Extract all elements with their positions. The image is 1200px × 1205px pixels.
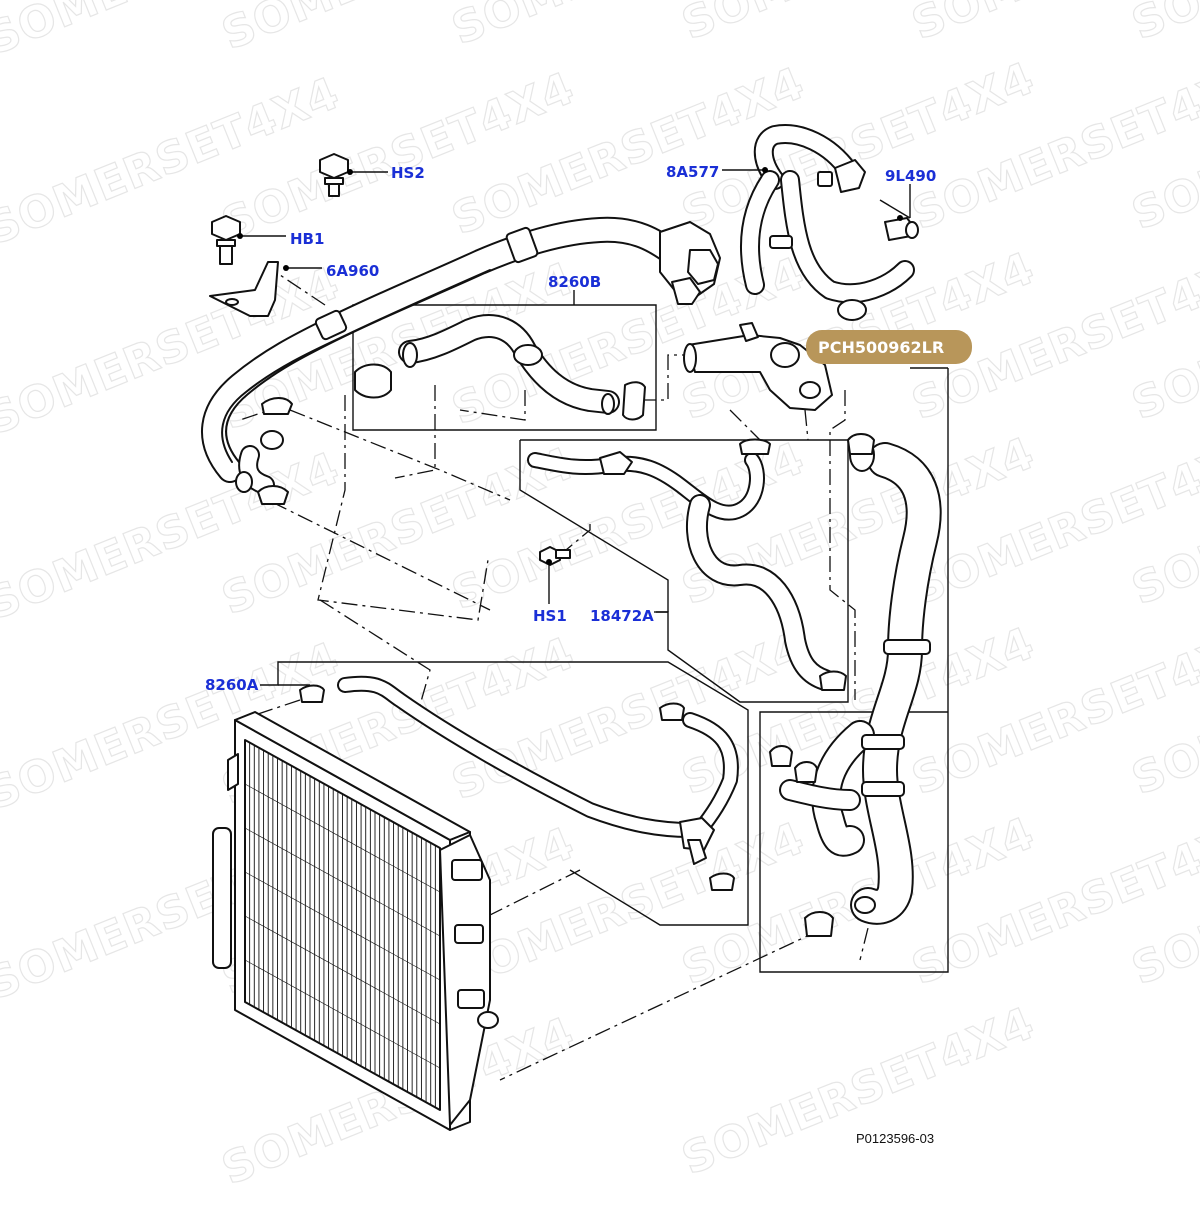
- watermark: SOMERSET4X4: [0, 68, 347, 256]
- part-highlight-badge[interactable]: PCH500962LR: [806, 330, 972, 364]
- group-frames: [260, 290, 949, 973]
- frame-18472a: [520, 439, 849, 703]
- watermark: SOMERSET4X4: [445, 623, 812, 811]
- callout-8260b: 8260B: [548, 273, 601, 291]
- bracket-6a960: [209, 261, 279, 317]
- callout-9l490: 9L490: [885, 167, 936, 185]
- hose-18472a: [527, 438, 847, 691]
- frame-8260a: [260, 661, 749, 926]
- callout-labels: HS2 HB1 6A960 8260B 8A577 9L490 HS1 1847…: [205, 163, 936, 694]
- figure-reference: P0123596-03: [856, 1131, 934, 1146]
- frame-main-hose: [759, 368, 949, 973]
- bolt-hs1: [539, 546, 571, 566]
- radiator: [212, 711, 499, 1131]
- radiator-core-line: [244, 827, 441, 937]
- watermark: SOMERSET4X4: [1125, 0, 1200, 50]
- upper-radiator-hose: [201, 216, 721, 505]
- badge-background: [806, 330, 972, 364]
- watermark: SOMERSET4X4: [675, 998, 1042, 1186]
- radiator-core-line: [244, 871, 441, 981]
- thermostat-housing: [683, 322, 833, 411]
- bolt-hs2: [319, 153, 349, 197]
- watermark: SOMERSET4X4: [0, 443, 347, 631]
- radiator-core-line: [244, 783, 441, 893]
- frame-18472a-left: [519, 440, 669, 612]
- hose-8a577: [740, 124, 919, 321]
- bolt-hb1: [211, 215, 241, 265]
- hose-8260a: [299, 675, 739, 891]
- hose-8260b: [354, 314, 646, 421]
- callout-18472a: 18472A: [590, 607, 654, 625]
- callout-hs1: HS1: [533, 607, 567, 625]
- callout-hs2: HS2: [391, 164, 425, 182]
- callout-hb1: HB1: [290, 230, 324, 248]
- callout-6a960: 6A960: [326, 262, 379, 280]
- callout-8260a: 8260A: [205, 676, 259, 694]
- part-number-label: PCH500962LR: [818, 338, 944, 357]
- radiator-core-line: [244, 915, 441, 1025]
- assembly-lines: [239, 274, 876, 1081]
- radiator-core-line: [244, 959, 441, 1069]
- lower-radiator-hose: [769, 433, 942, 937]
- leader-lines: [237, 167, 911, 686]
- callout-8a577: 8A577: [666, 163, 719, 181]
- radiator-fins: [244, 740, 441, 1110]
